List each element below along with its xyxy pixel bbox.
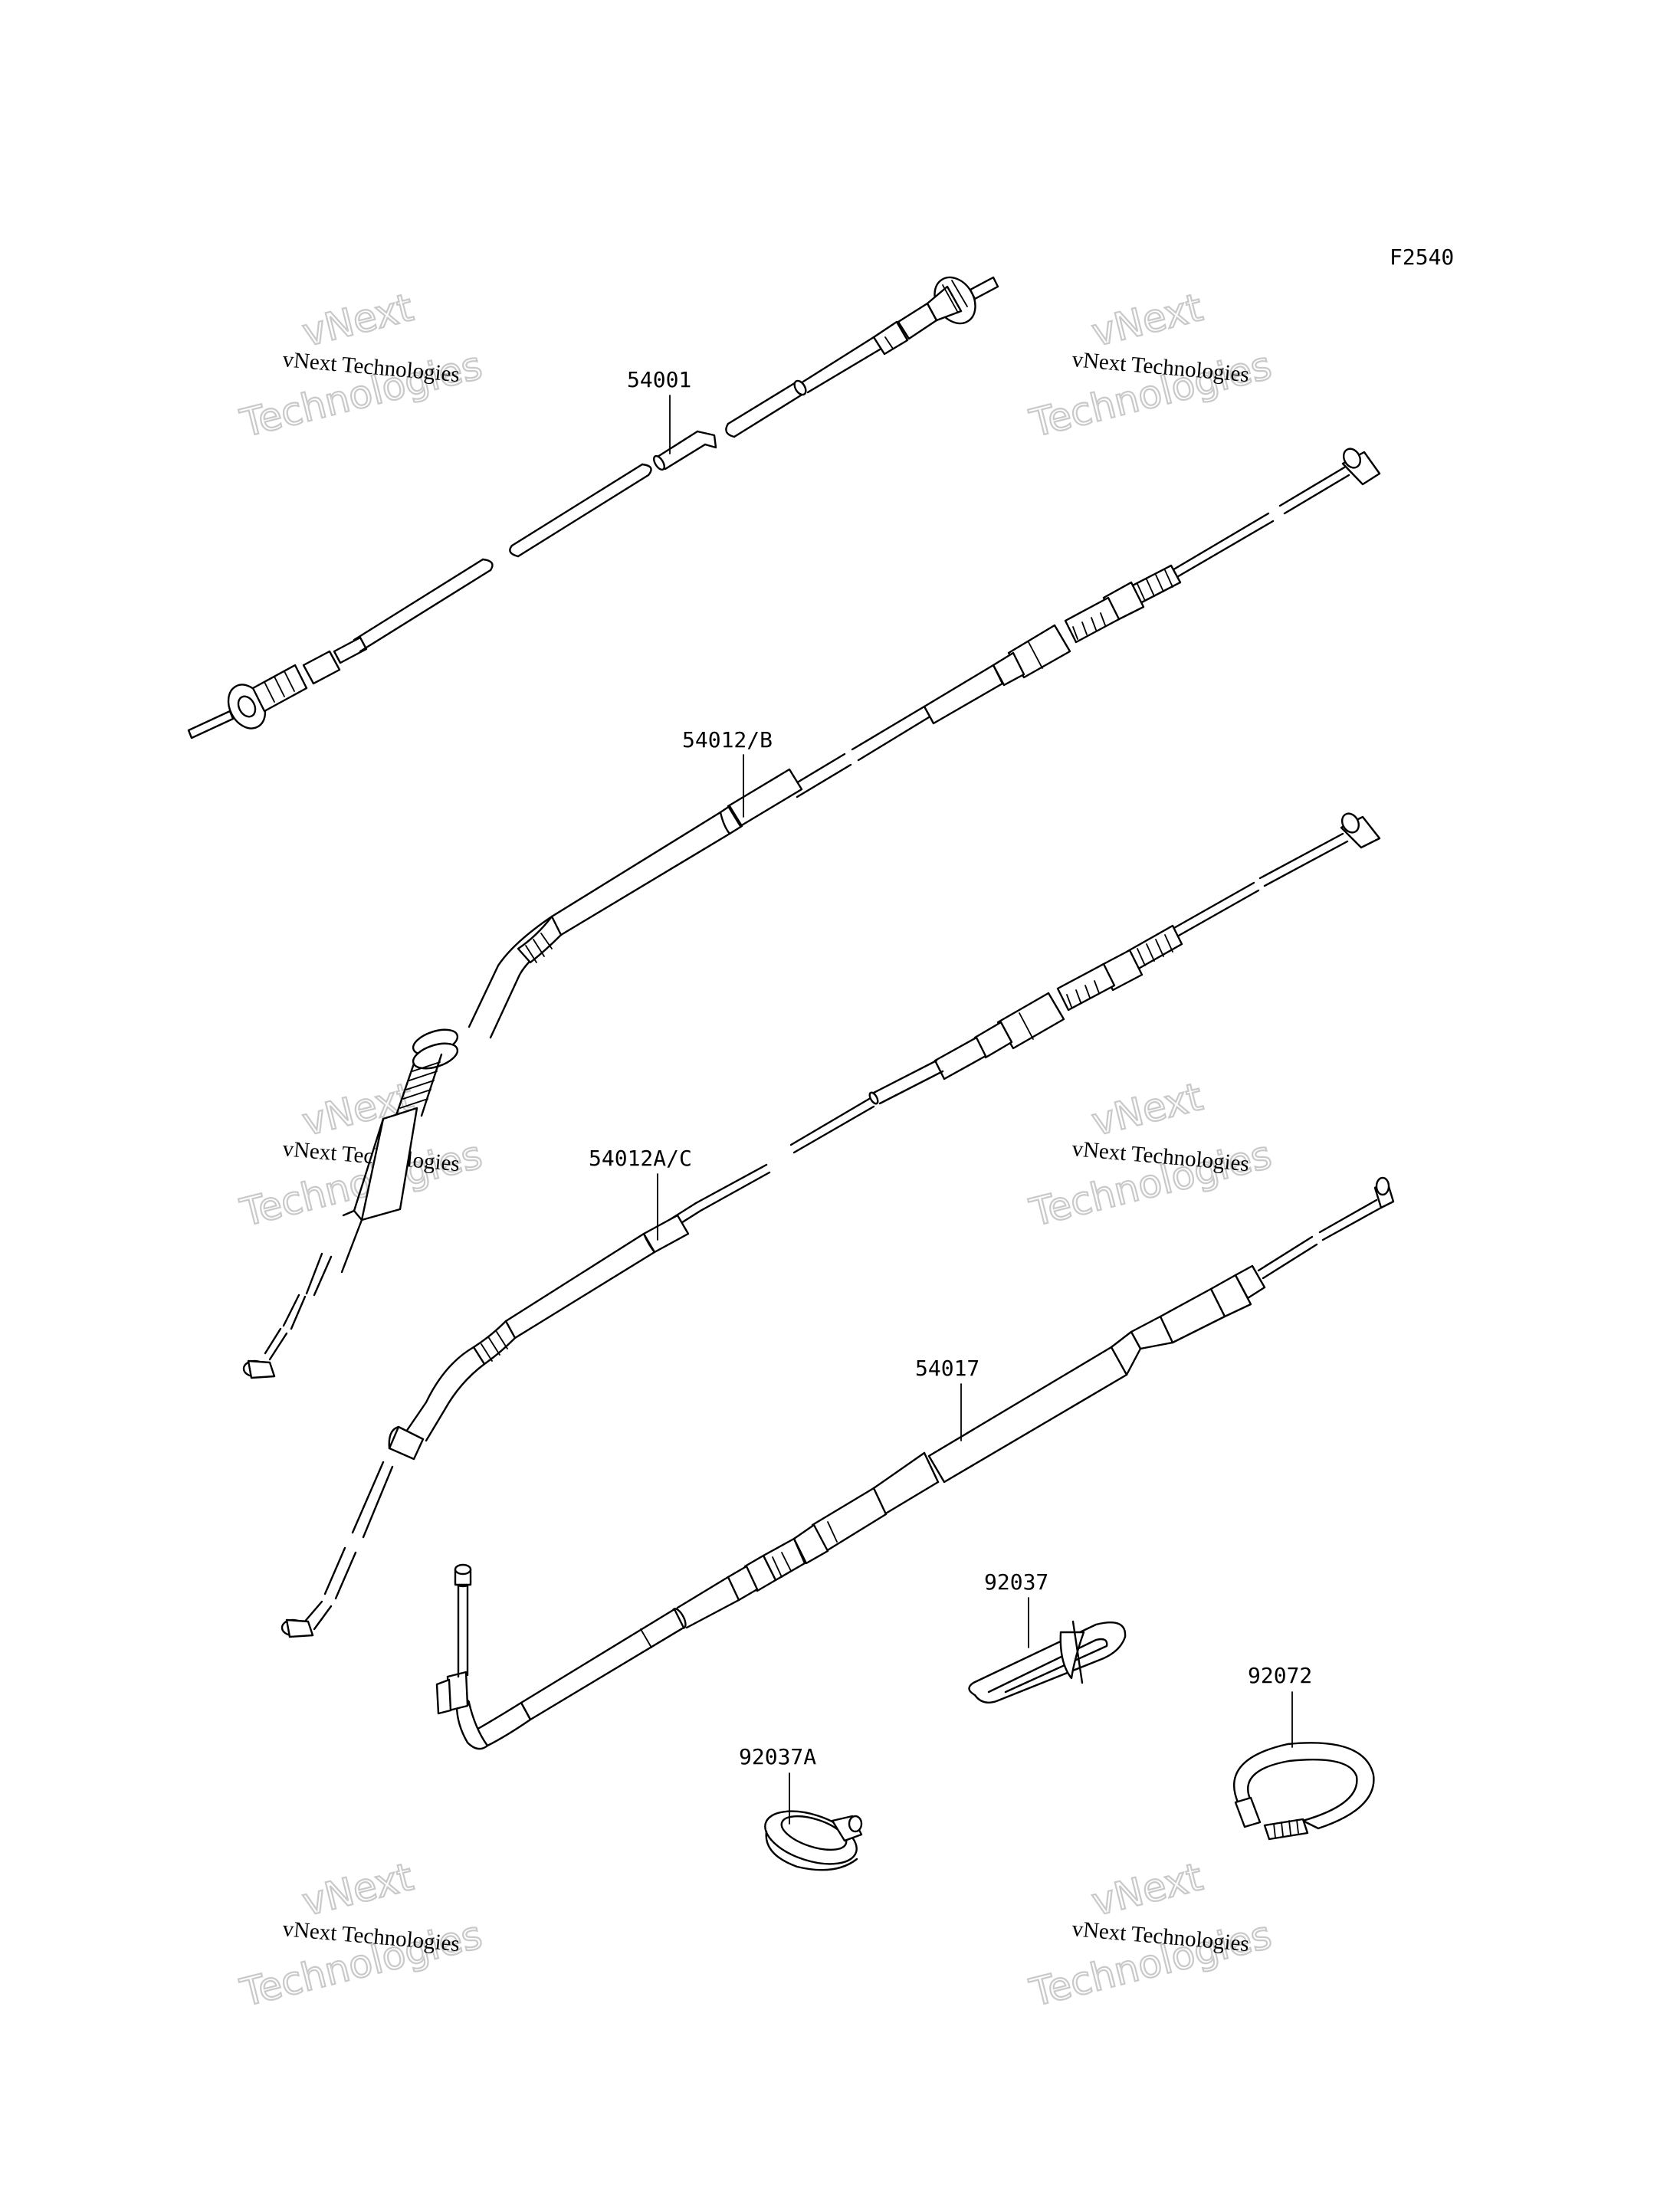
label-54017: 54017: [915, 1356, 979, 1381]
watermark-top-right: vNext Technologies vNext Technologies: [1025, 284, 1277, 447]
part-92037-clamp: [968, 1620, 1127, 1703]
part-54001-speedometer-cable: [187, 276, 999, 739]
part-54017-clutch-cable: [435, 1176, 1395, 1750]
part-54012-ac-throttle-cable: [281, 812, 1381, 1638]
label-92037a: 92037A: [739, 1744, 816, 1769]
watermark-vnext: vNext: [298, 1854, 418, 1925]
watermark-bottom-left: vNext Technologies vNext Technologies: [235, 1854, 487, 2016]
label-54012-ac: 54012A/C: [589, 1146, 692, 1171]
watermark-middle-right: vNext Technologies vNext Technologies: [1025, 1074, 1277, 1236]
label-54012-b: 54012/B: [682, 727, 773, 753]
watermark-bottom-right: vNext Technologies vNext Technologies: [1025, 1854, 1277, 2016]
part-92037a-clamp: [764, 1810, 863, 1871]
watermark-top-left: vNext Technologies vNext Technologies: [235, 284, 487, 447]
label-92072: 92072: [1248, 1663, 1312, 1688]
label-54001: 54001: [627, 367, 691, 392]
part-92072-band: [1233, 1742, 1375, 1841]
watermark-vnext: vNext: [1088, 1074, 1207, 1145]
watermark-vnext: vNext: [1088, 285, 1207, 356]
watermark-vnext: vNext: [1088, 1854, 1207, 1925]
figure-id: F2540: [1390, 244, 1454, 270]
watermark-middle-left: vNext Technologies vNext Technologies: [235, 1074, 487, 1236]
label-92037: 92037: [984, 1569, 1048, 1595]
part-54012-b-throttle-cable: [242, 448, 1381, 1379]
watermark-vnext: vNext: [298, 285, 418, 356]
